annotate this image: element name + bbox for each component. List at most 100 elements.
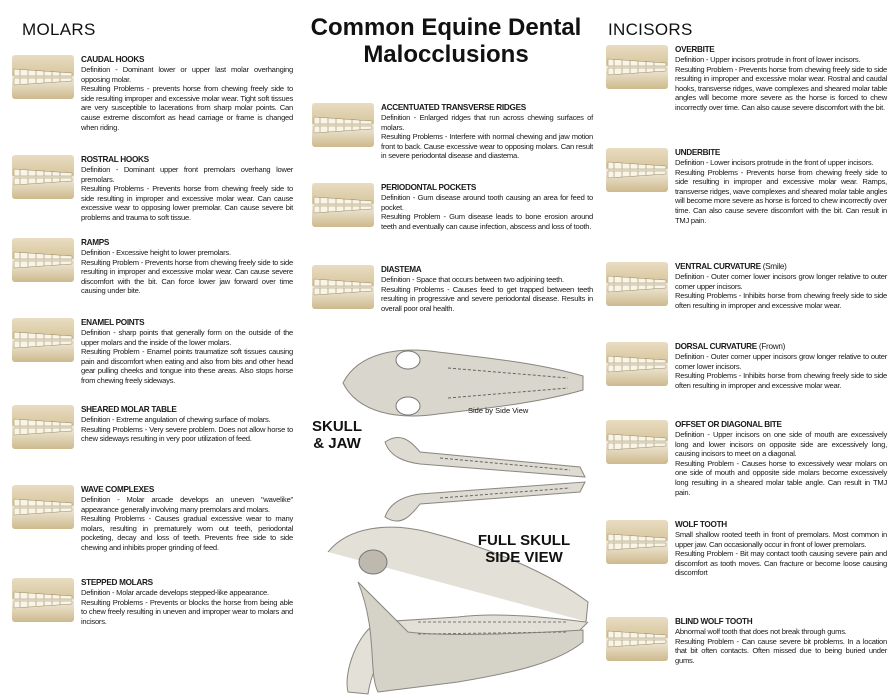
entry-title: DORSAL CURVATURE (Frown) (675, 342, 887, 352)
entry-title: STEPPED MOLARS (81, 578, 293, 588)
entry-resulting-problem: Resulting Problems - Inhibits horse from… (675, 291, 887, 310)
entry-definition: Definition - Molar arcade develops an un… (81, 495, 293, 514)
entry-resulting-problem: Resulting Problem - Prevents horse from … (81, 257, 293, 296)
entry-definition: Definition - Enlarged ridges that run ac… (381, 113, 593, 132)
entry-title-text: ACCENTUATED TRANSVERSE RIDGES (381, 103, 526, 112)
skull-top-view-image (342, 349, 584, 417)
entry-definition: Definition - Space that occurs between t… (381, 275, 564, 284)
entry-resulting-problem: Resulting Problems - Prevents horse from… (81, 184, 293, 222)
entry-title-text: SHEARED MOLAR TABLE (81, 405, 177, 414)
entry-title-text: PERIODONTAL POCKETS (381, 183, 476, 192)
entry-title: BLIND WOLF TOOTH (675, 617, 887, 627)
teeth-illustration-image (12, 485, 74, 529)
section-heading-incisors: INCISORS (608, 20, 693, 39)
entry-title: ENAMEL POINTS (81, 318, 293, 328)
entry-title-text: BLIND WOLF TOOTH (675, 617, 753, 626)
section-heading-molars: MOLARS (22, 20, 96, 39)
entry-title: UNDERBITE (675, 148, 887, 158)
entry-definition: Abnormal wolf tooth that does not break … (675, 627, 847, 636)
entry-resulting-problem: Resulting Problem - Can cause severe bit… (675, 636, 887, 665)
entry-title-text: STEPPED MOLARS (81, 578, 153, 587)
entry-definition: Definition - Extreme angulation of chewi… (81, 415, 271, 424)
entry-resulting-problem: Resulting Problems - prevents horse from… (81, 84, 293, 132)
entry-definition: Definition - Upper incisors protrude in … (675, 55, 861, 64)
page-title: Common Equine Dental Malocclusions (310, 14, 582, 68)
teeth-illustration-image (606, 342, 668, 386)
entry-title-text: ROSTRAL HOOKS (81, 155, 149, 164)
entry-ventral-curvature: VENTRAL CURVATURE (Smile)Definition - Ou… (606, 262, 887, 310)
entry-title: SHEARED MOLAR TABLE (81, 405, 293, 415)
entry-title-text: UNDERBITE (675, 148, 721, 157)
entry-definition: Definition - Dominant upper front premol… (81, 165, 293, 184)
skull-and-jaw-label: SKULL & JAW (312, 418, 362, 452)
teeth-illustration-image (606, 148, 668, 192)
entry-title: OVERBITE (675, 45, 887, 55)
entry-resulting-problem: Resulting Problems - Prevents or blocks … (81, 597, 293, 626)
teeth-illustration-image (606, 420, 668, 464)
teeth-illustration-image (12, 55, 74, 99)
entry-title: ROSTRAL HOOKS (81, 155, 293, 165)
teeth-illustration-image (12, 155, 74, 199)
entry-title-text: VENTRAL CURVATURE (675, 262, 761, 271)
entry-definition: Definition - Gum disease around tooth ca… (381, 193, 593, 212)
entry-title-suffix: (Frown) (758, 342, 786, 351)
entry-definition: Definition - Molar arcade develops stepp… (81, 588, 269, 597)
entry-definition: Small shallow rooted teeth in front of p… (675, 530, 887, 549)
teeth-illustration-image (606, 617, 668, 661)
full-skull-side-view-label: FULL SKULL SIDE VIEW (477, 532, 571, 566)
entry-text: VENTRAL CURVATURE (Smile)Definition - Ou… (675, 262, 887, 310)
entry-definition: Definition - Lower incisors protrude in … (675, 158, 874, 167)
entry-title-text: WAVE COMPLEXES (81, 485, 154, 494)
entry-resulting-problem: Resulting Problems - Causes feed to get … (381, 284, 593, 313)
teeth-illustration-image (312, 103, 374, 147)
full-skull-side-view-image (327, 526, 589, 695)
jaw-side-by-side-image (384, 437, 586, 522)
entry-title: VENTRAL CURVATURE (Smile) (675, 262, 887, 272)
teeth-illustration-image (312, 183, 374, 227)
entry-title-text: OFFSET OR DIAGONAL BITE (675, 420, 782, 429)
entry-resulting-problem: Resulting Problem - Bit may contact toot… (675, 549, 887, 578)
entry-title-text: ENAMEL POINTS (81, 318, 145, 327)
entry-title: WAVE COMPLEXES (81, 485, 293, 495)
entry-resulting-problem: Resulting Problems - Very severe problem… (81, 424, 293, 444)
entry-title-suffix: (Smile) (762, 262, 787, 271)
entry-text: DORSAL CURVATURE (Frown)Definition - Out… (675, 342, 887, 390)
entry-resulting-problem: Resulting Problems - Prevents horse from… (675, 167, 887, 225)
teeth-illustration-image (12, 238, 74, 282)
entry-title-text: OVERBITE (675, 45, 715, 54)
entry-resulting-problem: Resulting Problems - Inhibits horse from… (675, 371, 887, 390)
teeth-illustration-image (606, 520, 668, 564)
teeth-illustration-image (12, 405, 74, 449)
entry-title-text: RAMPS (81, 238, 110, 247)
entry-resulting-problem: Resulting Problems - Interfere with norm… (381, 132, 593, 161)
teeth-illustration-image (606, 45, 668, 89)
entry-title-text: WOLF TOOTH (675, 520, 727, 529)
teeth-illustration-image (312, 265, 374, 309)
entry-title: DIASTEMA (381, 265, 593, 275)
entry-resulting-problem: Resulting Problem - Enamel points trauma… (81, 347, 293, 385)
teeth-illustration-image (606, 262, 668, 306)
